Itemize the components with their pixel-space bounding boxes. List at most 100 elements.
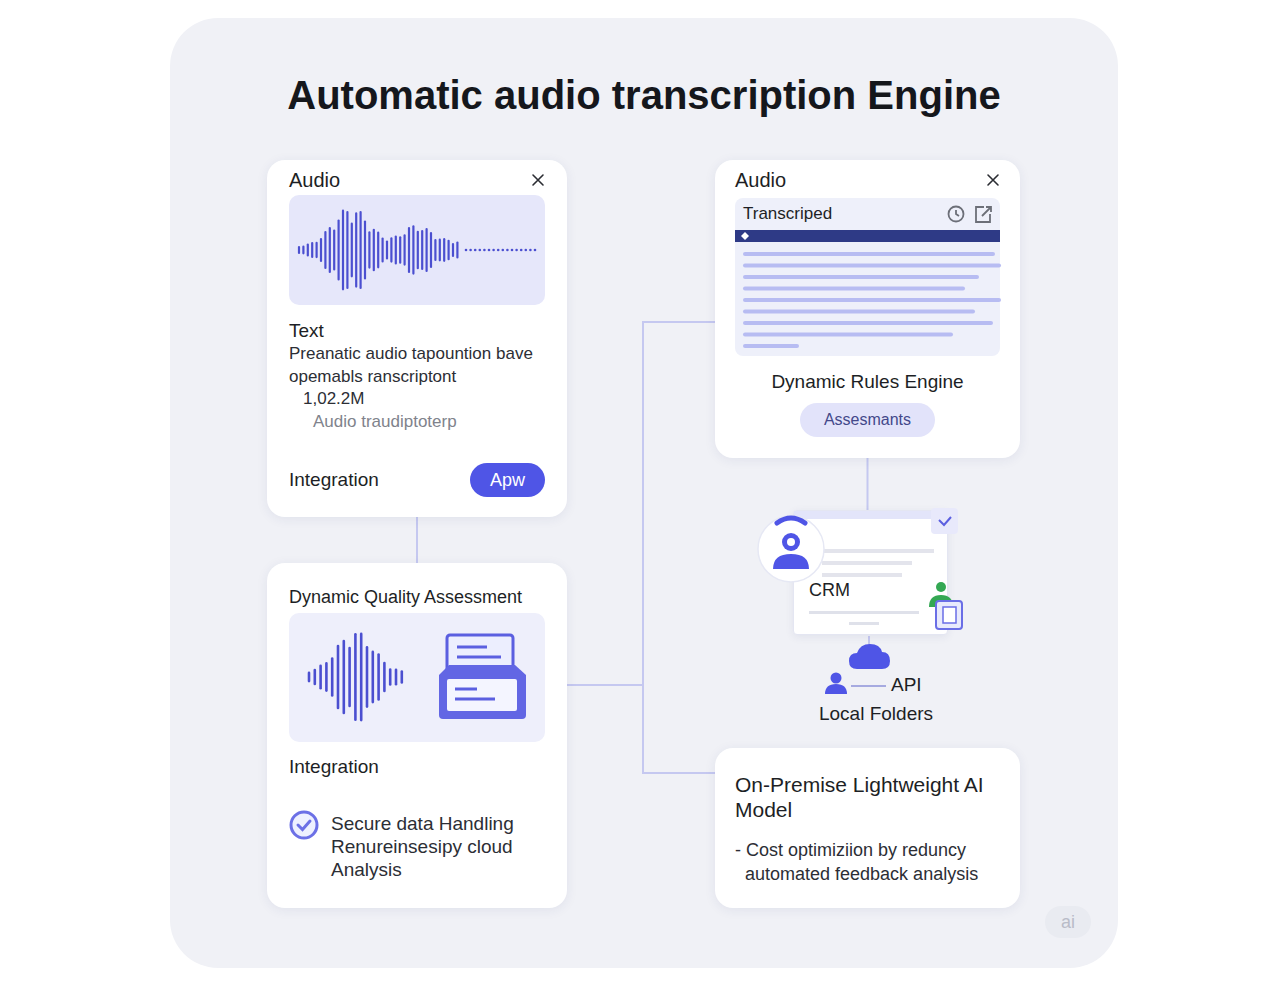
waveform-part [511,249,514,252]
transcript-lines-part [735,230,1000,242]
waveform-part [465,249,468,252]
panel-icons-part [982,207,991,216]
waveform-document-part [342,641,345,713]
model-card: On-Premise Lightweight AI Model- Cost op… [715,748,1020,908]
waveform-part [307,245,309,256]
section-heading: Integration [289,469,379,491]
waveform-part [360,212,362,288]
waveform-document-part [331,659,334,696]
waveform-part [351,224,353,277]
waveform-document-part [308,673,311,681]
panel-icons [946,204,992,224]
waveform-part [421,231,423,269]
waveform-part [302,247,304,254]
transcript-lines [735,230,1000,348]
waveform-part [426,229,428,271]
waveform-part [456,243,458,258]
check-icon [289,810,319,840]
waveform-part [382,239,384,262]
transcript-lines-part [743,275,979,279]
waveform-part [417,232,419,268]
close-icon-part [533,175,543,185]
transcript-lines-part [743,321,993,325]
waveform-part [377,233,379,268]
waveform-part [355,213,357,286]
transcript-lines-part [743,287,965,291]
waveform-part [497,249,500,252]
section-heading: Dynamic Rules Engine [735,370,1000,394]
waveform-part [515,249,518,252]
waveform-document-part [400,672,403,683]
illustration-panel [289,613,545,742]
waveform-part [311,243,313,257]
waveform-part [342,211,344,290]
waveform-part [412,226,414,273]
crm-label: CRM [809,579,937,601]
waveform-part [316,243,318,257]
waveform-document-part [354,634,357,720]
card-header: Audio [289,168,545,192]
crm-illustration-part [936,582,946,592]
cloud-icon [849,644,890,669]
figure-text: 1,02.2M [289,388,545,411]
crm-illustration [794,511,949,636]
waveform-part [373,230,375,270]
waveform-part [529,249,532,252]
user-icon-body [825,684,847,694]
waveform-document-part [325,663,328,690]
waveform-document-part [371,652,374,702]
waveform-document-part [439,665,526,719]
waveform-part [395,237,397,264]
pill-label: Assesmants [824,411,911,429]
waveform-part [333,231,335,270]
panel-icons-part [949,207,964,222]
crm-card: CRM [793,510,948,635]
waveform-part [399,237,401,262]
waveform-part [430,233,432,267]
body-text: Preanatic audio tapountion bave opemabls… [289,343,545,388]
connector [416,517,418,563]
waveform [289,195,545,305]
card-heading: Audio [735,168,786,192]
connector [567,685,715,773]
section-heading: Text [289,319,545,343]
transcript-lines-part [743,298,1001,302]
waveform-document-part [313,670,316,684]
user-icon-head [831,673,842,684]
crm-illustration-part [822,573,902,577]
close-icon [531,173,545,187]
pill-slot: Assesmants [735,403,1000,437]
body-text: Secure data Handling Renureinsesipy clou… [331,812,545,881]
waveform-document-part [389,670,392,685]
waveform-document-part [319,666,322,689]
card-header: Audio [735,168,1000,192]
panel-slot: Transcriped [735,198,1000,356]
panel-heading: Transcriped [743,204,832,224]
waveform-document-part [383,663,386,691]
button-label: Apw [490,470,525,490]
card-heading: Dynamic Quality Assessment [289,585,545,609]
connector [567,322,715,685]
waveform-document-part [447,679,517,711]
crm-illustration-part [758,516,824,582]
waveform-part [469,249,472,252]
waveform-part [364,222,366,279]
crm-illustration-part [809,611,919,614]
quality-card: Dynamic Quality AssessmentIntegrationSec… [267,563,567,908]
waveform-part [506,249,509,252]
waveform-document-part [377,655,380,700]
waveform-part [298,247,300,253]
free-label: Local Folders [806,702,946,726]
waveform-part [329,228,331,272]
waveform-part [502,249,505,252]
waveform-part [408,228,410,272]
close-icon-part [988,175,998,185]
rules-card: AudioTranscripedDynamic Rules EngineAsse… [715,160,1020,458]
api-button: Apw [470,463,545,497]
waveform-part [483,249,486,252]
watermark: ai [1045,906,1091,938]
crm-illustration-part [794,511,949,519]
waveform-document-part [457,656,501,659]
waveform-document-part [455,698,495,701]
waveform-part [346,212,348,288]
